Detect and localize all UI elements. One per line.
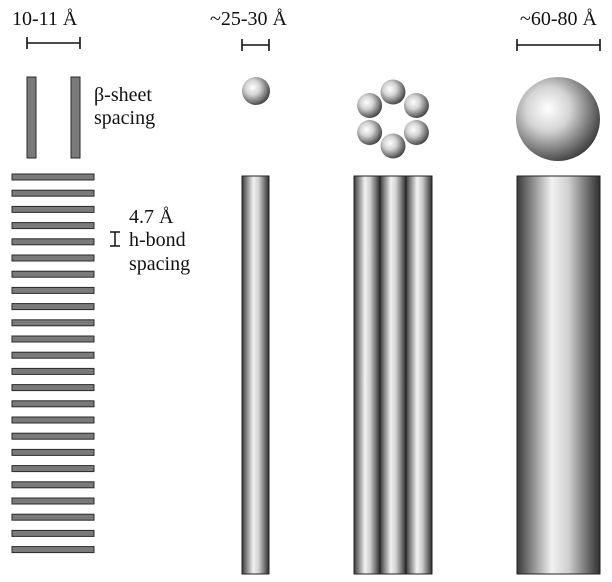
beta-strand bbox=[11, 367, 95, 375]
beta-sheet-edge-right bbox=[70, 76, 81, 159]
protofilament-bundle bbox=[353, 175, 433, 575]
scale-bar-1 bbox=[26, 37, 81, 49]
protofilament-sphere bbox=[403, 120, 429, 145]
beta-strand bbox=[11, 497, 95, 505]
beta-strand bbox=[11, 432, 95, 440]
beta-strand bbox=[11, 205, 95, 213]
protofilament-cylinder bbox=[241, 175, 270, 575]
beta-strand bbox=[11, 270, 95, 278]
beta-strand bbox=[11, 513, 95, 521]
beta-strand bbox=[11, 351, 95, 359]
beta-sheet-label-line1: β-sheet bbox=[94, 84, 152, 106]
protofilament-sphere bbox=[357, 120, 383, 145]
fibril-cylinder bbox=[516, 175, 601, 575]
protofilament-cross-section bbox=[242, 77, 270, 105]
beta-strand bbox=[11, 222, 95, 230]
beta-strand bbox=[11, 319, 95, 327]
beta-strand bbox=[11, 286, 95, 294]
beta-strand bbox=[11, 254, 95, 262]
scale-bar-2 bbox=[241, 39, 270, 51]
beta-strand bbox=[11, 465, 95, 473]
beta-strand bbox=[11, 189, 95, 197]
width-label-1: 10-11 Å bbox=[12, 8, 78, 30]
beta-strand bbox=[11, 416, 95, 424]
protofilament-sphere bbox=[403, 93, 429, 118]
width-label-3: ~60-80 Å bbox=[520, 8, 597, 30]
beta-strand bbox=[11, 335, 95, 343]
beta-strand bbox=[11, 173, 95, 181]
protofilament-sphere bbox=[357, 93, 383, 118]
fibril-cross-section bbox=[516, 77, 600, 161]
beta-strand bbox=[11, 384, 95, 392]
hbond-label-line1: h-bond bbox=[129, 229, 186, 251]
width-label-2: ~25-30 Å bbox=[210, 8, 287, 30]
beta-strand bbox=[11, 481, 95, 489]
beta-sheet-label-line2: spacing bbox=[94, 107, 155, 129]
hbond-label-line2: spacing bbox=[129, 253, 190, 275]
beta-strand bbox=[11, 303, 95, 311]
scale-bar-3 bbox=[516, 39, 601, 51]
beta-sheet-edge-left bbox=[26, 76, 37, 159]
beta-strand-stack bbox=[11, 173, 95, 554]
beta-strand bbox=[11, 546, 95, 554]
hbond-distance-label: 4.7 Å bbox=[129, 206, 174, 228]
protofilament-sphere bbox=[380, 79, 406, 105]
beta-strand bbox=[11, 448, 95, 456]
hbond-scale-bar bbox=[110, 231, 120, 247]
protofilament-ring-cross-section bbox=[357, 79, 429, 159]
beta-strand bbox=[11, 529, 95, 537]
protofilament-sphere bbox=[380, 133, 406, 159]
beta-strand bbox=[11, 400, 95, 408]
beta-strand bbox=[11, 238, 95, 246]
